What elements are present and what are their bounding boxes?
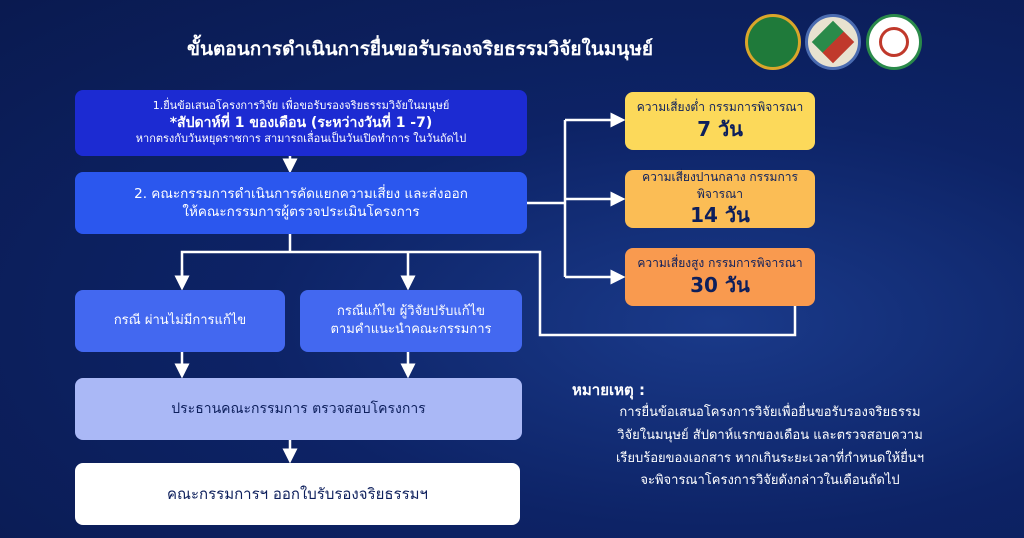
risk-high-label: ความเสี่ยงสูง กรรมการพิจารณา: [637, 256, 803, 271]
risk-low-label: ความเสี่ยงต่ำ กรรมการพิจารณา: [636, 100, 804, 115]
research-ethics-logo-icon: [866, 14, 922, 70]
risk-medium-days: 14 วัน: [690, 202, 750, 227]
risk-high-days: 30 วัน: [690, 272, 750, 297]
university-logo-icon: [745, 14, 801, 70]
note-line: วิจัยในมนุษย์ สัปดาห์แรกของเดือน และตรวจ…: [617, 427, 923, 443]
note-line: เรียบร้อยของเอกสาร หากเกินระยะเวลาที่กำห…: [615, 450, 925, 466]
case-revise-line2: ตามคำแนะนำคณะกรรมการ: [330, 322, 492, 337]
risk-medium-box: ความเสี่ยงปานกลาง กรรมการพิจารณา 14 วัน: [625, 170, 815, 228]
risk-low-box: ความเสี่ยงต่ำ กรรมการพิจารณา 7 วัน: [625, 92, 815, 150]
note-line: จะพิจารณาโครงการวิจัยดังกล่าวในเดือนถัดไ…: [640, 473, 900, 489]
step1-line3: หากตรงกับวันหยุดราชการ สามารถเลื่อนเป็นว…: [135, 132, 467, 146]
note-line: การยื่นข้อเสนอโครงการวิจัยเพื่อยื่นขอรับ…: [619, 405, 921, 420]
certificate-label: คณะกรรมการฯ ออกใบรับรองจริยธรรมฯ: [167, 484, 428, 503]
institute-logo-icon: [805, 14, 861, 70]
note-heading: หมายเหตุ :: [572, 381, 645, 399]
case-pass-label: กรณี ผ่านไม่มีการแก้ไข: [113, 313, 247, 329]
step2-risk-screening: 2. คณะกรรมการดำเนินการคัดแยกความเสี่ยง แ…: [75, 172, 527, 234]
risk-low-days: 7 วัน: [697, 116, 743, 141]
chair-review-label: ประธานคณะกรรมการ ตรวจสอบโครงการ: [171, 400, 426, 417]
step1-line1: 1.ยื่นข้อเสนอโครงการวิจัย เพื่อขอรับรองจ…: [152, 98, 450, 112]
case-revise-box: กรณีแก้ไข ผู้วิจัยปรับแก้ไข ตามคำแนะนำคณ…: [300, 290, 522, 352]
step2-line1: 2. คณะกรรมการดำเนินการคัดแยกความเสี่ยง แ…: [134, 185, 468, 202]
case-revise-line1: กรณีแก้ไข ผู้วิจัยปรับแก้ไข: [336, 304, 486, 320]
risk-medium-label: ความเสี่ยงปานกลาง กรรมการพิจารณา: [642, 170, 798, 201]
certificate-box: คณะกรรมการฯ ออกใบรับรองจริยธรรมฯ: [75, 463, 520, 525]
risk-high-box: ความเสี่ยงสูง กรรมการพิจารณา 30 วัน: [625, 248, 815, 306]
step2-line2: ให้คณะกรรมการผู้ตรวจประเมินโครงการ: [182, 204, 420, 220]
page-title: ขั้นตอนการดำเนินการยื่นขอรับรองจริยธรรมว…: [186, 38, 653, 60]
chair-review-box: ประธานคณะกรรมการ ตรวจสอบโครงการ: [75, 378, 522, 440]
case-pass-box: กรณี ผ่านไม่มีการแก้ไข: [75, 290, 285, 352]
step1-line2: *สัปดาห์ที่ 1 ของเดือน (ระหว่างวันที่ 1 …: [169, 114, 433, 131]
step1-submit-proposal: 1.ยื่นข้อเสนอโครงการวิจัย เพื่อขอรับรองจ…: [75, 90, 527, 156]
note-text: การยื่นข้อเสนอโครงการวิจัยเพื่อยื่นขอรับ…: [560, 402, 980, 493]
